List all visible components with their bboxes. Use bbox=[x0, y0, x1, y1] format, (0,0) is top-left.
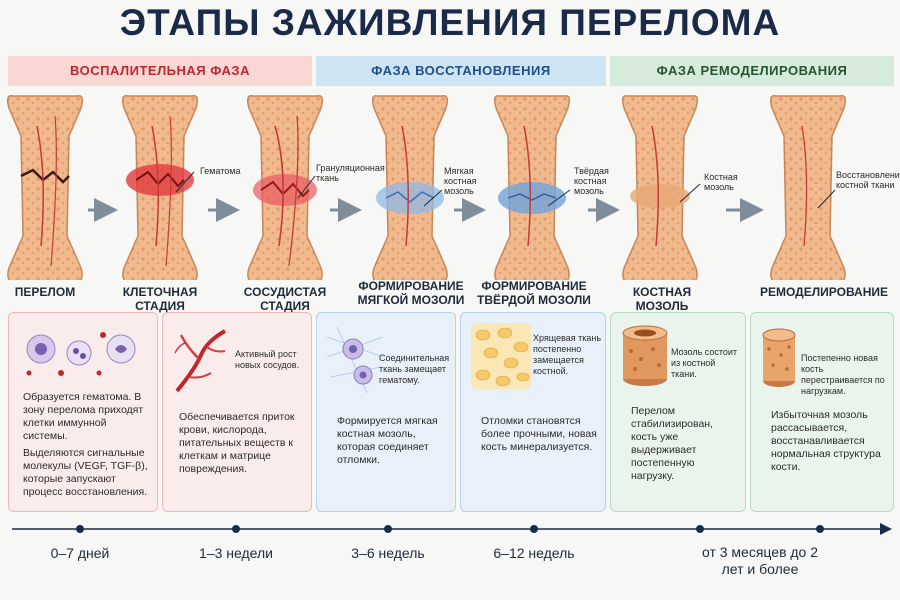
phase-repair-header: ФАЗА ВОССТАНОВЛЕНИЯ bbox=[316, 56, 606, 86]
connective-tissue-icon bbox=[327, 327, 383, 393]
bone-stages-illustration bbox=[6, 95, 847, 280]
card-inflammatory: Образуется гематома. В зону перелома при… bbox=[8, 312, 158, 512]
timeline-label-3: 6–12 недель bbox=[493, 545, 575, 561]
bone-soft-callus bbox=[371, 95, 449, 280]
timeline-dot bbox=[384, 525, 392, 533]
bone-granulation bbox=[246, 95, 324, 280]
card-bony-callus-note: Мозоль состоит из костной ткани. bbox=[671, 347, 738, 379]
card-inflammatory-extra: Выделяются сигнальные молекулы (VEGF, TG… bbox=[23, 447, 148, 498]
label-bony-callus: Костная мозоль bbox=[704, 172, 738, 192]
phase-inflammatory-header: ВОСПАЛИТЕЛЬНАЯ ФАЗА bbox=[8, 56, 312, 86]
card-vascular-main: Обеспечивается приток крови, кислорода, … bbox=[179, 411, 295, 475]
immune-cells-icon bbox=[26, 332, 136, 376]
stage-name-vascular: СОСУДИСТАЯ СТАДИЯ bbox=[243, 285, 327, 313]
card-vascular-note: Активный рост новых сосудов. bbox=[235, 349, 300, 370]
card-remodeling: Постепенно новая кость перестраивается п… bbox=[750, 312, 894, 512]
timeline-label-0: 0–7 дней bbox=[50, 545, 110, 561]
stage-name-hard-callus: ФОРМИРОВАНИЕ ТВЁРДОЙ МОЗОЛИ bbox=[477, 279, 591, 307]
page-title: ЭТАПЫ ЗАЖИВЛЕНИЯ ПЕРЕЛОМА bbox=[119, 2, 781, 43]
stage-name-remodeling: РЕМОДЕЛИРОВАНИЕ bbox=[760, 285, 888, 299]
card-hard-callus-note: Хрящевая ткань постепенно замещается кос… bbox=[533, 333, 602, 376]
bone-hard-callus bbox=[493, 95, 571, 280]
timeline-dot bbox=[76, 525, 84, 533]
card-soft-callus-main: Формируется мягкая костная мозоль, котор… bbox=[337, 415, 438, 466]
card-remodeling-note: Постепенно новая кость перестраивается п… bbox=[801, 353, 885, 396]
phase-remodeling-header: ФАЗА РЕМОДЕЛИРОВАНИЯ bbox=[610, 56, 894, 86]
cartilage-cells-icon bbox=[471, 323, 531, 389]
label-granulation: Грануляционная ткань bbox=[316, 163, 385, 183]
card-soft-callus: Соединительная ткань замещает гематому. … bbox=[316, 312, 456, 512]
timeline-label-1: 1–3 недели bbox=[199, 545, 273, 561]
bone-hematoma bbox=[121, 95, 199, 280]
card-bony-callus-main: Перелом стабилизирован, кость уже выдерж… bbox=[631, 405, 714, 482]
bone-bony-callus bbox=[621, 95, 699, 280]
card-hard-callus: Хрящевая ткань постепенно замещается кос… bbox=[460, 312, 606, 512]
timeline-label-2: 3–6 недель bbox=[351, 545, 425, 561]
bone-remodeling bbox=[769, 95, 847, 280]
timeline-dot bbox=[696, 525, 704, 533]
card-hard-callus-main: Отломки становятся более прочными, новая… bbox=[481, 415, 597, 453]
timeline-dot bbox=[816, 525, 824, 533]
card-inflammatory-main: Образуется гематома. В зону перелома при… bbox=[23, 391, 144, 442]
stage-name-soft-callus: ФОРМИРОВАНИЕ МЯГКОЙ МОЗОЛИ bbox=[357, 279, 465, 307]
timeline-axis bbox=[12, 523, 892, 535]
label-hard-callus: Твёрдая костная мозоль bbox=[574, 166, 609, 196]
card-bony-callus: Мозоль состоит из костной ткани. Перелом… bbox=[610, 312, 746, 512]
remodeled-bone-icon bbox=[762, 328, 796, 387]
card-soft-callus-note: Соединительная ткань замещает гематому. bbox=[379, 353, 450, 385]
label-remodeling: Восстановление костной ткани bbox=[836, 170, 900, 190]
card-remodeling-main: Избыточная мозоль рассасывается, восстан… bbox=[771, 409, 881, 473]
timeline-label-4: от 3 месяцев до 2 лет и более bbox=[701, 544, 819, 577]
stage-name-bony-callus: КОСТНАЯ МОЗОЛЬ bbox=[632, 285, 692, 313]
bone-cylinder-icon bbox=[622, 325, 668, 386]
stage-name-cellular: КЛЕТОЧНАЯ СТАДИЯ bbox=[122, 285, 198, 313]
label-hematoma: Гематома bbox=[200, 166, 241, 176]
timeline-dot bbox=[530, 525, 538, 533]
timeline-dot bbox=[232, 525, 240, 533]
card-vascular: Активный рост новых сосудов. Обеспечивае… bbox=[162, 312, 312, 512]
stage-name-fracture: ПЕРЕЛОМ bbox=[14, 285, 76, 299]
blood-vessels-icon bbox=[174, 329, 226, 393]
bone-fracture bbox=[6, 95, 84, 280]
label-soft-callus: Мягкая костная мозоль bbox=[444, 166, 477, 196]
